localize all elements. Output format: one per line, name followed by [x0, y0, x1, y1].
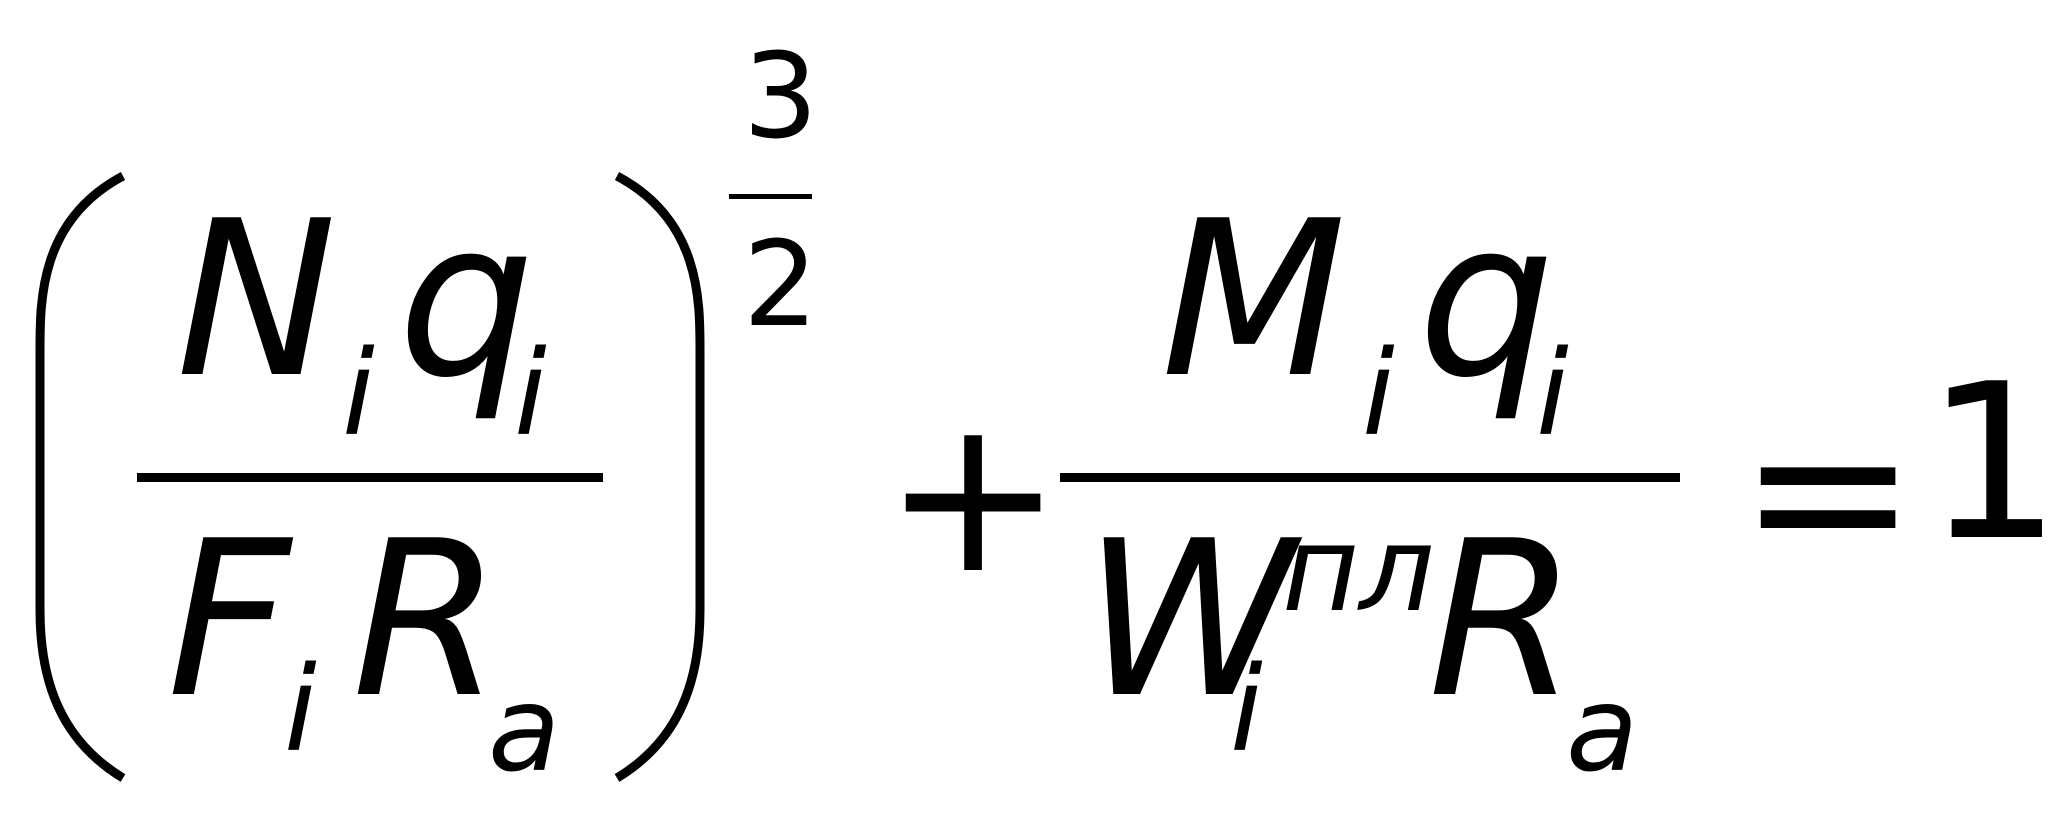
numerator-sub-i-3: i: [1362, 324, 1395, 462]
right-fraction-bar: [1060, 473, 1680, 482]
left-fraction-bar: [137, 473, 603, 482]
denominator-sup-pl: пл: [1282, 500, 1435, 638]
denominator-var-f: F: [167, 494, 291, 745]
rhs-value: 1: [1925, 337, 2048, 588]
equals-sign: =: [1738, 365, 1919, 616]
plus-sign: +: [883, 370, 1064, 621]
numerator-var-q: q: [398, 174, 535, 425]
denominator-var-r-2: R: [1428, 494, 1578, 745]
denominator-sub-i-2: i: [1230, 640, 1263, 778]
numerator-sub-i: i: [342, 324, 375, 462]
exponent-bar: [729, 194, 812, 199]
denominator-var-r: R: [352, 494, 502, 745]
numerator-var-m: M: [1161, 174, 1347, 425]
left-paren: [35, 172, 126, 782]
numerator-sub-i-2: i: [514, 324, 547, 462]
exponent-denominator: 2: [743, 215, 819, 353]
numerator-sub-i-4: i: [1536, 324, 1569, 462]
denominator-sub-a-2: a: [1566, 660, 1639, 798]
right-paren: [614, 172, 705, 782]
numerator-var-q-2: q: [1418, 174, 1555, 425]
exponent-numerator: 3: [743, 27, 819, 165]
denominator-sub-a: a: [488, 660, 561, 798]
numerator-var-n: N: [176, 174, 337, 425]
denominator-var-w: W: [1083, 494, 1296, 745]
denominator-sub-i: i: [284, 640, 317, 778]
